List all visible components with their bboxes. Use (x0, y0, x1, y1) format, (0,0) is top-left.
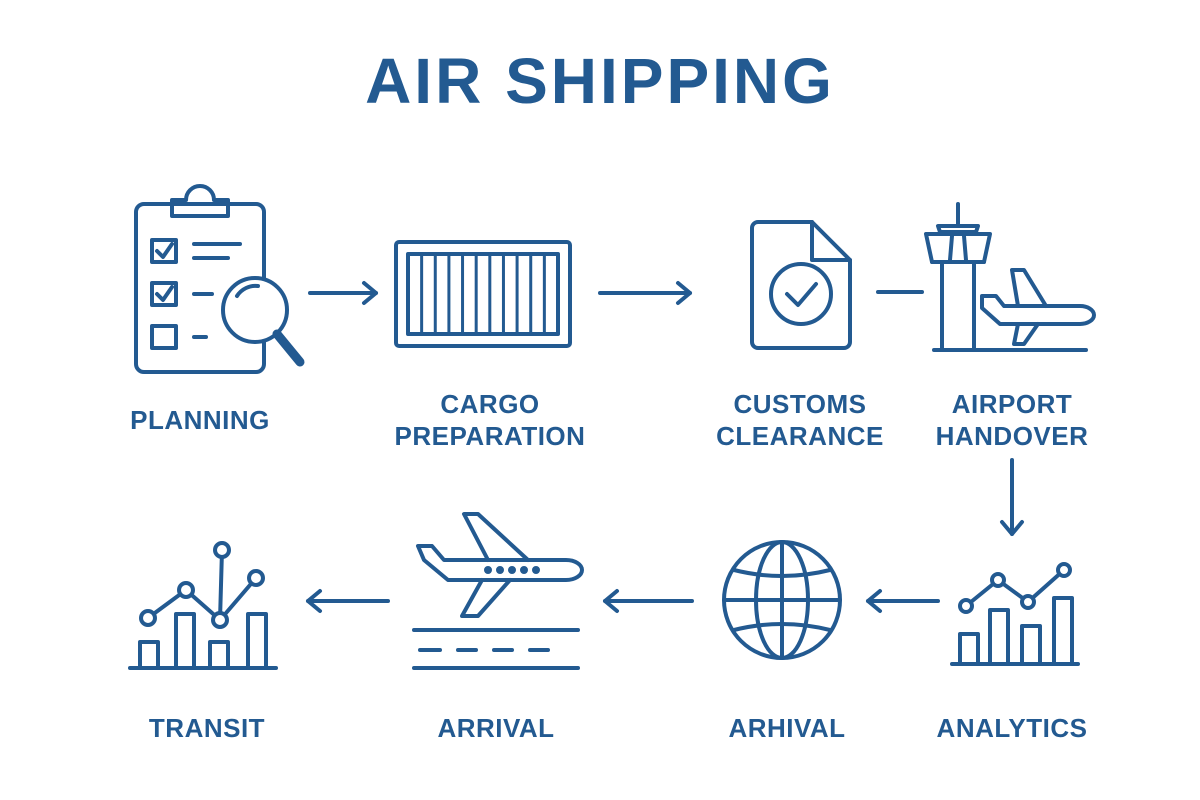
step-label-customs-clearance: CUSTOMS CLEARANCE (716, 389, 884, 451)
step-label-cargo-preparation: CARGO PREPARATION (394, 389, 586, 451)
arrow-right-1-head (362, 281, 378, 305)
cargo-container-icon (394, 240, 572, 348)
clipboard-checklist-search-icon (134, 184, 305, 374)
arrow-down-head (1000, 520, 1024, 536)
step-label-planning: PLANNING (130, 405, 270, 435)
step-label-analytics: ANALYTICS (936, 713, 1088, 743)
step-label-arhival: ARHIVAL (728, 713, 846, 743)
globe-icon (722, 540, 842, 660)
airplane-runway-icon (412, 512, 584, 670)
document-check-icon (750, 220, 852, 350)
diagram-title: AIR SHIPPING (365, 45, 835, 117)
arrow-left-2-head (603, 589, 619, 613)
arrow-left-3-head (306, 589, 322, 613)
control-tower-airplane-icon (924, 202, 1096, 352)
step-label-transit: TRANSIT (148, 713, 266, 743)
step-label-airport-handover: AIRPORT HANDOVER (935, 389, 1089, 451)
step-label-arrival: ARRIVAL (437, 713, 555, 743)
arrow-right-2-head (676, 281, 692, 305)
analytics-chart-icon (950, 562, 1080, 666)
arrow-left-1-head (866, 589, 882, 613)
line-bar-chart-icon (128, 541, 278, 670)
